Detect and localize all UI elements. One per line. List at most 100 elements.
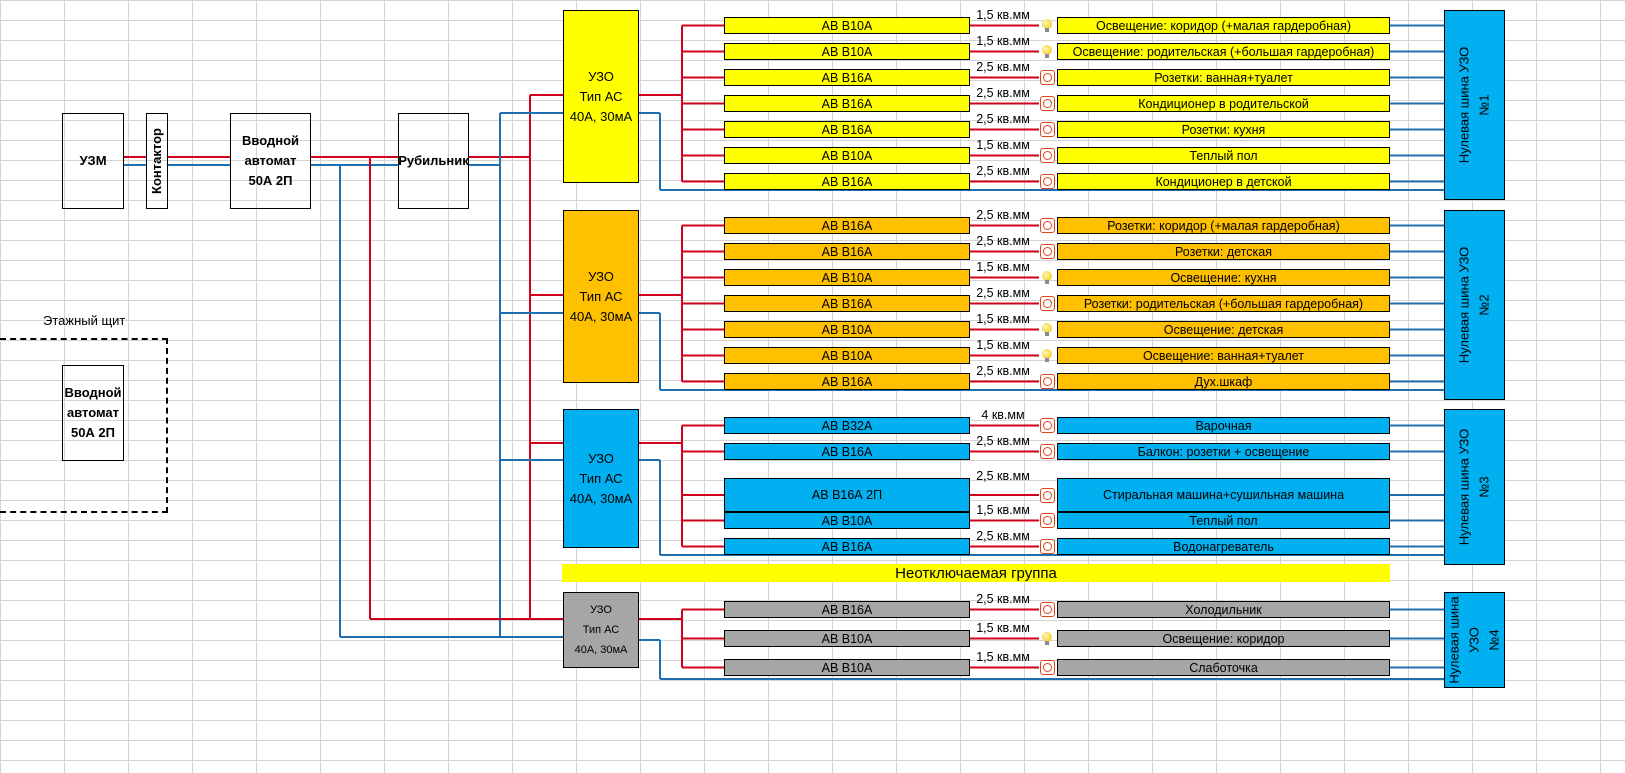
cable-label-3-1: 4 кв.мм — [981, 408, 1025, 422]
breaker-2-7: АВ В16А — [724, 373, 970, 390]
socket-hole — [1042, 516, 1052, 525]
breaker-1-4: АВ В16А — [724, 95, 970, 112]
cable-label-1-1: 1,5 кв.мм — [976, 8, 1030, 22]
breaker-3-5: АВ В16А — [724, 538, 970, 555]
socket-icon — [1039, 174, 1055, 190]
breaker-1-7: АВ В16А — [724, 173, 970, 190]
load-1-7: Кондиционер в детской — [1057, 173, 1390, 190]
rcd-label-line: 40А, 30мА — [574, 644, 628, 656]
cable-label-1-7: 2,5 кв.мм — [976, 164, 1030, 178]
socket-hole — [1042, 490, 1052, 500]
floor-breaker-line-3: 50А 2П — [70, 425, 116, 440]
bulb-glyph — [1042, 632, 1052, 645]
socket-icon — [1039, 96, 1055, 112]
socket-glyph — [1039, 602, 1055, 617]
bulb-icon — [1039, 348, 1055, 364]
breaker-2-4: АВ В16А — [724, 295, 970, 312]
load-2-5: Освещение: детская — [1057, 321, 1390, 338]
cable-label-2-1: 2,5 кв.мм — [976, 208, 1030, 222]
socket-icon — [1039, 70, 1055, 86]
breaker-2-3: АВ В10А — [724, 269, 970, 286]
breaker-2-6: АВ В10А — [724, 347, 970, 364]
cable-label-1-5: 2,5 кв.мм — [976, 112, 1030, 126]
breaker-3-2: АВ В16А — [724, 443, 970, 460]
load-2-4: Розетки: родительская (+большая гардероб… — [1057, 295, 1390, 312]
cable-label-4-2: 1,5 кв.мм — [976, 621, 1030, 635]
rcd-label-line: Тип АС — [582, 624, 620, 636]
socket-glyph — [1039, 174, 1055, 189]
load-4-1: Холодильник — [1057, 601, 1390, 618]
socket-icon — [1039, 602, 1055, 618]
load-1-5: Розетки: кухня — [1057, 121, 1390, 138]
socket-hole — [1042, 605, 1052, 614]
socket-icon — [1039, 539, 1055, 555]
switch-box: Рубильник — [398, 113, 469, 209]
socket-glyph — [1039, 374, 1055, 389]
cable-label-4-1: 2,5 кв.мм — [976, 592, 1030, 606]
contactor-box: Контактор — [146, 113, 168, 209]
cable-label-3-3: 2,5 кв.мм — [976, 469, 1030, 483]
load-2-7: Дух.шкаф — [1057, 373, 1390, 390]
neutral-bus-label: Нулевая шина УЗО №2 — [1456, 246, 1492, 364]
socket-hole — [1042, 73, 1052, 82]
load-2-3: Освещение: кухня — [1057, 269, 1390, 286]
uzm-label: УЗМ — [79, 153, 107, 168]
socket-hole — [1042, 377, 1052, 386]
socket-glyph — [1039, 218, 1055, 233]
socket-icon — [1039, 296, 1055, 312]
cable-label-1-3: 2,5 кв.мм — [976, 60, 1030, 74]
socket-icon — [1039, 487, 1055, 503]
bulb-glyph — [1042, 323, 1052, 336]
breaker-3-1: АВ В32А — [724, 417, 970, 434]
rcd-label-line: УЗО — [590, 604, 612, 616]
floor-panel-title: Этажный щит — [43, 313, 126, 328]
load-3-3: Стиральная машина+сушильная машина — [1057, 478, 1390, 512]
cable-label-2-7: 2,5 кв.мм — [976, 364, 1030, 378]
socket-icon — [1039, 122, 1055, 138]
floor-panel-frame — [0, 338, 168, 513]
breaker-1-2: АВ В10А — [724, 43, 970, 60]
load-1-1: Освещение: коридор (+малая гардеробная) — [1057, 17, 1390, 34]
cable-label-3-5: 2,5 кв.мм — [976, 529, 1030, 543]
bulb-icon — [1039, 631, 1055, 647]
neutral-bus-label: Нулевая шина УЗО №3 — [1456, 428, 1492, 546]
bulb-icon — [1039, 18, 1055, 34]
socket-hole — [1042, 299, 1052, 308]
bulb-glyph — [1042, 19, 1052, 32]
socket-hole — [1042, 542, 1052, 551]
load-3-5: Водонагреватель — [1057, 538, 1390, 555]
floor-breaker-line-1: Вводной — [64, 385, 122, 400]
load-1-4: Кондиционер в родительской — [1057, 95, 1390, 112]
cable-label-1-6: 1,5 кв.мм — [976, 138, 1030, 152]
socket-glyph — [1039, 296, 1055, 311]
load-2-1: Розетки: коридор (+малая гардеробная) — [1057, 217, 1390, 234]
cable-label-2-5: 1,5 кв.мм — [976, 312, 1030, 326]
load-1-6: Теплый пол — [1057, 147, 1390, 164]
cable-label-4-3: 1,5 кв.мм — [976, 650, 1030, 664]
breaker-3-3: АВ В16А 2П — [724, 478, 970, 512]
rcd-label-line: УЗО — [588, 450, 614, 466]
socket-glyph — [1039, 539, 1055, 554]
breaker-4-1: АВ В16А — [724, 601, 970, 618]
main-breaker-line-3: 50А 2П — [248, 173, 293, 188]
socket-icon — [1039, 218, 1055, 234]
load-4-3: Слаботочка — [1057, 659, 1390, 676]
socket-icon — [1039, 148, 1055, 164]
load-3-4: Теплый пол — [1057, 512, 1390, 529]
breaker-1-3: АВ В16А — [724, 69, 970, 86]
load-3-1: Варочная — [1057, 417, 1390, 434]
breaker-1-6: АВ В10А — [724, 147, 970, 164]
socket-glyph — [1039, 122, 1055, 137]
switch-label: Рубильник — [398, 153, 469, 168]
breaker-4-3: АВ В10А — [724, 659, 970, 676]
socket-glyph — [1039, 660, 1055, 675]
socket-hole — [1042, 177, 1052, 186]
breaker-1-1: АВ В10А — [724, 17, 970, 34]
socket-hole — [1042, 151, 1052, 160]
socket-glyph — [1039, 148, 1055, 163]
bulb-icon — [1039, 322, 1055, 338]
load-3-2: Балкон: розетки + освещение — [1057, 443, 1390, 460]
main-breaker-box: Вводной автомат 50А 2П — [230, 113, 311, 209]
neutral-bus-label: Нулевая шина УЗО №4 — [1446, 596, 1502, 684]
